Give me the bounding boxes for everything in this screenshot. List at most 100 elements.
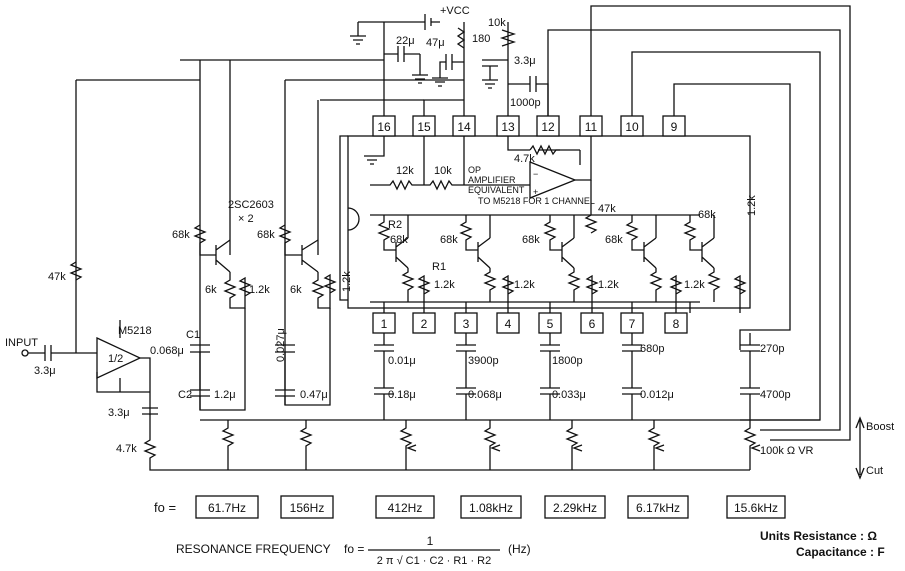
ic-68k-1: 68k xyxy=(390,234,408,246)
cap-3u3-bot-label: 3.3μ xyxy=(108,407,130,419)
ic-stage-4 xyxy=(625,215,657,269)
ext-6k-a-label: 6k xyxy=(205,284,217,296)
ic-1k2-2: 1.2k xyxy=(514,279,535,291)
resonance-label: RESONANCE FREQUENCY xyxy=(176,542,331,556)
ic-1k2-1: 1.2k xyxy=(434,279,455,291)
ext-6k-b-label: 6k xyxy=(290,284,302,296)
vr-4 xyxy=(647,420,665,470)
external-stages: 68k 6k 1.2k 68k 6k 1.2k 2SC2603 × 2 C1 0… xyxy=(150,59,464,411)
vr-3 xyxy=(565,420,583,470)
c2-label: C2 xyxy=(178,389,192,401)
ext-68k-b-label: 68k xyxy=(257,229,275,241)
pin-2: 2 xyxy=(421,317,428,331)
cap-bot-1: 0.18μ xyxy=(388,389,416,401)
freq-2: 156Hz xyxy=(290,501,325,515)
transistor-label: 2SC2603 xyxy=(228,199,274,211)
ic-stage-5 xyxy=(683,215,715,269)
top-pins: 16 15 14 13 12 11 10 9 xyxy=(372,115,686,137)
ic-68k-5: 68k xyxy=(698,209,716,221)
cap-22u-label: 22μ xyxy=(396,35,415,47)
pin-14: 14 xyxy=(457,120,471,134)
filter-caps-3 xyxy=(540,333,560,420)
frequency-row: fo = 61.7Hz 156Hz 412Hz 1.08kHz 2.29kHz … xyxy=(154,495,786,519)
vr-label: 100k Ω VR xyxy=(760,445,814,457)
cap-top-1: 0.01μ xyxy=(388,355,416,367)
vr-5 xyxy=(743,420,761,470)
units-note: Units Resistance : Ω Capacitance : F xyxy=(760,529,885,559)
ic-stage-5-emitter xyxy=(707,215,747,302)
pin-4: 4 xyxy=(505,317,512,331)
cap-1000p-label: 1000p xyxy=(510,97,541,109)
pin-8: 8 xyxy=(673,317,680,331)
pin-6: 6 xyxy=(589,317,596,331)
formula-numerator: 1 xyxy=(427,534,434,548)
cap-bot-2: 0.068μ xyxy=(468,389,502,401)
c1-label: C1 xyxy=(186,329,200,341)
transistor-count: × 2 xyxy=(238,213,254,225)
svg-text:+: + xyxy=(533,187,538,197)
ic-68k-3: 68k xyxy=(522,234,540,246)
cap-top-4: 680p xyxy=(640,343,664,355)
cap-top-3: 1800p xyxy=(552,355,583,367)
formula-fo: fo = xyxy=(344,542,364,556)
pin-12: 12 xyxy=(541,120,555,134)
filter-caps-4 xyxy=(622,333,642,420)
op-res-10k-label: 10k xyxy=(434,165,452,177)
r2-label: R2 xyxy=(388,219,402,231)
pin-16: 16 xyxy=(377,120,391,134)
res-180-label: 180 xyxy=(472,33,490,45)
ic-stage-3-pins xyxy=(549,302,593,313)
pin-10: 10 xyxy=(625,120,639,134)
boost-cut-arrow: Boost Cut xyxy=(855,416,894,480)
vr-ext-2 xyxy=(299,420,313,470)
ic-stage-5-pins xyxy=(689,302,741,313)
cut-label: Cut xyxy=(866,465,883,477)
cap-47u-label: 47μ xyxy=(426,37,445,49)
filter-caps-5 xyxy=(740,333,760,420)
vr-ext-1 xyxy=(221,420,235,470)
pin-15: 15 xyxy=(417,120,431,134)
freq-5: 2.29kHz xyxy=(553,501,597,515)
ic-stage-1-emitter xyxy=(401,215,431,302)
cap-3u3-in-label: 3.3μ xyxy=(34,365,56,377)
ic-68k-4: 68k xyxy=(605,234,623,246)
res-47k-in-label: 47k xyxy=(48,271,66,283)
m5218-label: M5218 xyxy=(118,325,152,337)
op-res-4k7-label: 4.7k xyxy=(514,153,535,165)
cap-bot-4: 0.012μ xyxy=(640,389,674,401)
formula-unit: (Hz) xyxy=(508,542,531,556)
freq-3: 412Hz xyxy=(388,501,423,515)
op-text-3: EQUIVALENT xyxy=(468,185,525,195)
ic-1k2-3: 1.2k xyxy=(598,279,619,291)
freq-6: 6.17kHz xyxy=(636,501,680,515)
ic-stage-2 xyxy=(459,215,491,269)
ic-stage-4-emitter xyxy=(649,215,683,302)
opamp-half-label: 1/2 xyxy=(108,353,123,365)
boost-label: Boost xyxy=(866,421,894,433)
ic-stage-1-pins xyxy=(383,302,425,313)
cap-top-2: 3900p xyxy=(468,355,499,367)
freq-1: 61.7Hz xyxy=(208,501,246,515)
formula: RESONANCE FREQUENCY fo = 1 2 π √ C1 · C2… xyxy=(176,534,531,567)
op-res-12k-label: 12k xyxy=(396,165,414,177)
freq-4: 1.08kHz xyxy=(469,501,513,515)
pin-1: 1 xyxy=(381,317,388,331)
ic-1k2-side: 1.2k xyxy=(746,195,758,216)
pin-9: 9 xyxy=(671,120,678,134)
ext-1k2-b-label: 1.2k xyxy=(341,271,353,292)
cap-bot-5: 4700p xyxy=(760,389,791,401)
res-4k7-bot-label: 4.7k xyxy=(116,443,137,455)
filter-caps-1 xyxy=(374,333,394,420)
op-amp-block: − + 4.7k OP AMPLIFIER EQUIVALENT TO M521… xyxy=(364,136,616,234)
fo-label: fo = xyxy=(154,500,176,515)
filter-caps-2 xyxy=(456,333,476,420)
vr-1 xyxy=(399,420,417,470)
filter-network xyxy=(221,333,761,470)
op-text-1: OP xyxy=(468,165,481,175)
ic-stage-texts: R2 R1 68k 68k 68k 68k 68k 1.2k 1.2k 1.2k… xyxy=(388,195,758,291)
input-label: INPUT xyxy=(5,337,38,349)
filter-cap-labels: 0.01μ 3900p 1800p 680p 270p 0.18μ 0.068μ… xyxy=(388,343,814,457)
svg-text:−: − xyxy=(533,169,538,179)
cap-0068-label: 0.068μ xyxy=(150,345,184,357)
pin-3: 3 xyxy=(463,317,470,331)
